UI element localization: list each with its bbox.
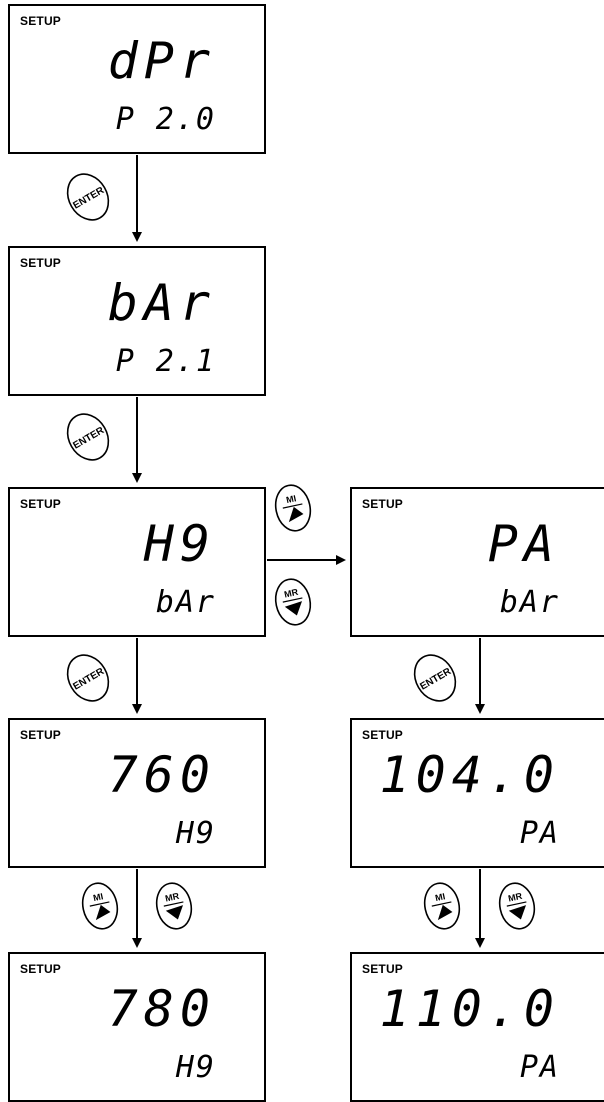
mi-label: MI [434,891,446,903]
enter-button[interactable]: ENTER [60,648,117,709]
main-reading: 760 [107,746,216,804]
mi-button[interactable]: MI [421,880,464,932]
setup-label: SETUP [20,256,62,270]
display-screen-bar: SETUP bAr P 2.1 [8,246,266,396]
setup-label: SETUP [362,728,404,742]
enter-button[interactable]: ENTER [60,167,117,228]
setup-label: SETUP [362,962,404,976]
display-screen-104: SETUP 104.0 PA [350,718,604,868]
sub-reading: PA [519,1050,560,1085]
enter-button[interactable]: ENTER [60,407,117,468]
main-reading: 110.0 [379,980,560,1038]
mi-label: MI [285,493,297,505]
display-screen-hg: SETUP H9 bAr [8,487,266,637]
triangle-down-icon [508,905,527,920]
mr-button[interactable]: MR [272,576,315,628]
triangle-up-icon [95,904,111,921]
setup-label: SETUP [20,14,62,28]
main-reading: PA [487,515,560,573]
sub-reading: H9 [175,816,216,851]
triangle-down-icon [284,601,303,616]
mi-label: MI [92,891,104,903]
display-screen-110: SETUP 110.0 PA [350,952,604,1102]
display-screen-dpr: SETUP dPr P 2.0 [8,4,266,154]
sub-reading: P 2.1 [115,344,216,379]
sub-reading: H9 [175,1050,216,1085]
main-reading: bAr [107,274,216,332]
sub-reading: PA [519,816,560,851]
triangle-up-icon [288,506,304,523]
mi-button[interactable]: MI [79,880,122,932]
sub-reading: bAr [155,585,216,620]
mr-button[interactable]: MR [496,880,539,932]
setup-label: SETUP [20,728,62,742]
sub-reading: bAr [499,585,560,620]
sub-reading: P 2.0 [115,102,216,137]
mr-label: MR [164,891,180,904]
setup-label: SETUP [362,497,404,511]
mr-label: MR [507,891,523,904]
display-screen-pa: SETUP PA bAr [350,487,604,637]
setup-label: SETUP [20,962,62,976]
triangle-up-icon [437,904,453,921]
mr-label: MR [283,587,299,600]
main-reading: 780 [107,980,216,1038]
mr-button[interactable]: MR [153,880,196,932]
enter-button[interactable]: ENTER [407,648,464,709]
triangle-down-icon [165,905,184,920]
mi-button[interactable]: MI [272,482,315,534]
display-screen-760: SETUP 760 H9 [8,718,266,868]
display-screen-780: SETUP 780 H9 [8,952,266,1102]
setup-label: SETUP [20,497,62,511]
main-reading: H9 [143,515,216,573]
main-reading: 104.0 [379,746,560,804]
main-reading: dPr [107,32,216,90]
